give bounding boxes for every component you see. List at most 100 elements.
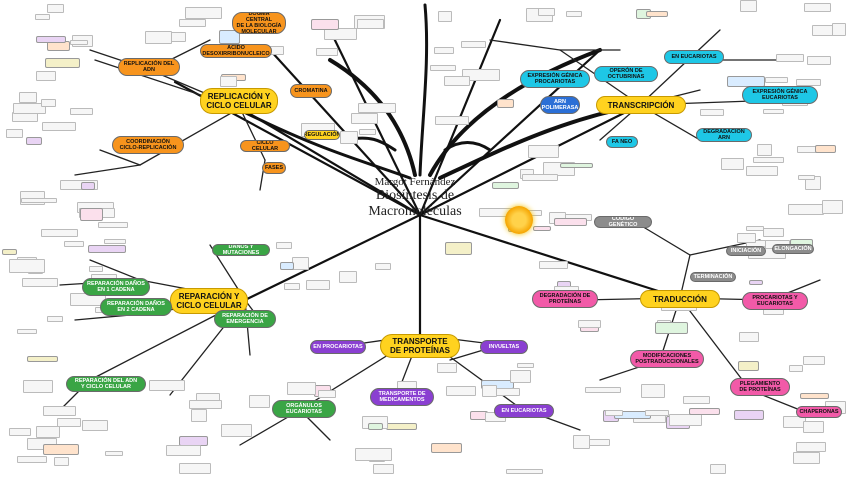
detail-text-box (739, 332, 760, 342)
detail-text-box (324, 28, 357, 40)
node-fases: FASES (262, 162, 286, 174)
node-coordinacion: COORDINACIÓN CICLO-REPLICACIÓN (112, 136, 184, 154)
detail-text-box (804, 2, 831, 13)
detail-text-box (434, 116, 470, 126)
illustration-thumbnail (560, 162, 594, 168)
node-fa-neo: FA NEO (606, 136, 638, 148)
node-invueltas: INVUELTAS (480, 340, 528, 354)
detail-text-box (8, 259, 45, 273)
hub-replication: REPLICACIÓN Y CICLO CELULAR (200, 88, 278, 114)
detail-text-box (578, 319, 601, 328)
illustration-thumbnail (36, 35, 66, 44)
detail-text-box (69, 40, 88, 46)
illustration-thumbnail (385, 422, 418, 431)
detail-text-box (284, 282, 300, 291)
detail-text-box (41, 99, 56, 108)
detail-text-box (70, 107, 94, 115)
detail-text-box (43, 406, 76, 416)
connector-line (639, 224, 691, 256)
illustration-thumbnail (2, 249, 18, 256)
detail-text-box (437, 362, 458, 374)
node-chaperonas: CHAPERONAS (796, 406, 842, 418)
hub-translation: TRADUCCIÓN (640, 290, 720, 308)
detail-text-box (191, 409, 208, 423)
illustration-thumbnail (444, 241, 473, 256)
connector-line (89, 259, 141, 281)
node-operon: OPERÓN DE OCTUBRINAS (594, 66, 658, 82)
illustration-thumbnail (496, 99, 515, 108)
detail-text-box (359, 128, 376, 136)
detail-text-box (682, 396, 711, 405)
node-dogma-central: DOGMA CENTRAL DE LA BIOLOGÍA MOLECULAR (232, 12, 286, 34)
detail-text-box (746, 165, 778, 177)
detail-text-box (721, 157, 745, 170)
title-line-2: Macromoléculas (368, 204, 462, 219)
illustration-thumbnail (219, 30, 241, 44)
detail-text-box (788, 203, 824, 215)
node-acido-nucleico: ÁCIDO DESOXIRRIBONUCLEICO (200, 44, 272, 58)
node-elongacion: ELONGACIÓN (772, 244, 814, 254)
detail-text-box (537, 8, 555, 17)
illustration-thumbnail (80, 207, 103, 221)
connector-line (74, 164, 141, 176)
illustration-thumbnail (311, 19, 339, 30)
detail-text-box (372, 464, 395, 474)
detail-text-box (17, 455, 48, 464)
detail-text-box (506, 468, 543, 475)
illustration-thumbnail (554, 218, 588, 226)
detail-text-box (375, 263, 391, 271)
detail-text-box (5, 128, 24, 139)
detail-text-box (461, 41, 487, 48)
detail-text-box (802, 355, 825, 366)
detail-text-box (13, 102, 46, 114)
detail-text-box (318, 390, 336, 398)
detail-text-box (35, 426, 61, 439)
node-codigo-genetico: CÓDIGO GENÉTICO (594, 216, 652, 228)
illustration-thumbnail (655, 322, 688, 334)
node-organulos: ORGÁNULOS EUCARIOTAS (272, 400, 336, 418)
connector-line (238, 106, 422, 217)
illustration-thumbnail (80, 182, 95, 191)
detail-text-box (104, 450, 124, 456)
illustration-thumbnail (87, 244, 126, 254)
detail-text-box (764, 76, 788, 83)
detail-text-box (104, 239, 126, 245)
node-regulacion: REGULACIÓN (304, 130, 340, 140)
detail-text-box (746, 225, 765, 232)
detail-text-box (189, 399, 222, 409)
detail-text-box (60, 180, 98, 191)
detail-text-box (509, 369, 531, 384)
detail-text-box (358, 103, 396, 113)
center-title: Margot Fernández Biosíntesis de Macromol… (356, 176, 474, 220)
detail-text-box (762, 108, 785, 114)
connector-line (489, 39, 561, 51)
illustration-thumbnail (26, 136, 42, 145)
hub-transcription: TRANSCRIPCIÓN (596, 96, 686, 114)
node-iniciacion: INICIACIÓN (726, 246, 766, 256)
detail-text-box (46, 316, 64, 322)
detail-text-box (286, 382, 316, 395)
detail-text-box (763, 228, 784, 238)
detail-text-box (752, 156, 785, 163)
detail-text-box (81, 419, 108, 431)
detail-text-box (430, 65, 456, 72)
detail-text-box (306, 279, 330, 290)
node-expresion-procariotas: EXPRESIÓN GÉNICA PROCARIOTAS (520, 70, 590, 88)
detail-text-box (291, 257, 309, 271)
node-reparacion-2-cadena: REPARACIÓN DAÑOS EN 2 CADENA (100, 298, 172, 316)
detail-text-box (178, 463, 211, 474)
node-replicacion-adn: REPLICACIÓN DEL ADN (118, 58, 180, 76)
connector-line (679, 297, 751, 391)
tree-branch (428, 48, 602, 177)
detail-text-box (565, 11, 582, 18)
detail-text-box (64, 241, 84, 248)
node-danos-mutaciones: DAÑOS Y MUTACIONES (212, 244, 270, 256)
detail-text-box (355, 448, 392, 461)
node-transporte-medicamentos: TRANSPORTE DE MEDICAMENTOS (370, 388, 434, 406)
detail-text-box (179, 19, 207, 27)
detail-text-box (12, 112, 38, 123)
detail-text-box (356, 19, 384, 30)
detail-text-box (23, 379, 53, 393)
detail-text-box (18, 91, 37, 103)
detail-text-box (605, 409, 623, 416)
